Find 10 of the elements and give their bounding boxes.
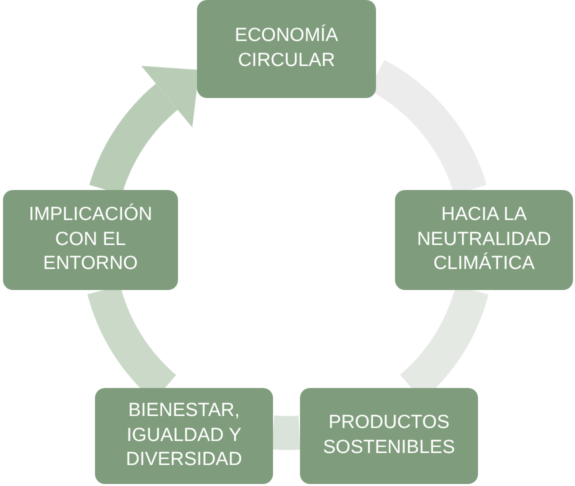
topic-label: PRODUCTOS SOSTENIBLES — [322, 411, 456, 460]
topic-box — [95, 388, 273, 484]
topic-box — [300, 388, 478, 484]
topic-box — [197, 0, 376, 98]
topic-label: ECONOMÍA CIRCULAR — [234, 24, 340, 73]
topic-label: HACIA LA NEUTRALIDAD CLIMÁTICA — [416, 202, 552, 276]
topic-box — [3, 190, 178, 290]
topic-label: BIENESTAR, IGUALDAD Y DIVERSIDAD — [124, 398, 244, 472]
topic-label: IMPLICACIÓN CON EL ENTORNO — [28, 202, 154, 276]
topic-box — [395, 190, 573, 290]
